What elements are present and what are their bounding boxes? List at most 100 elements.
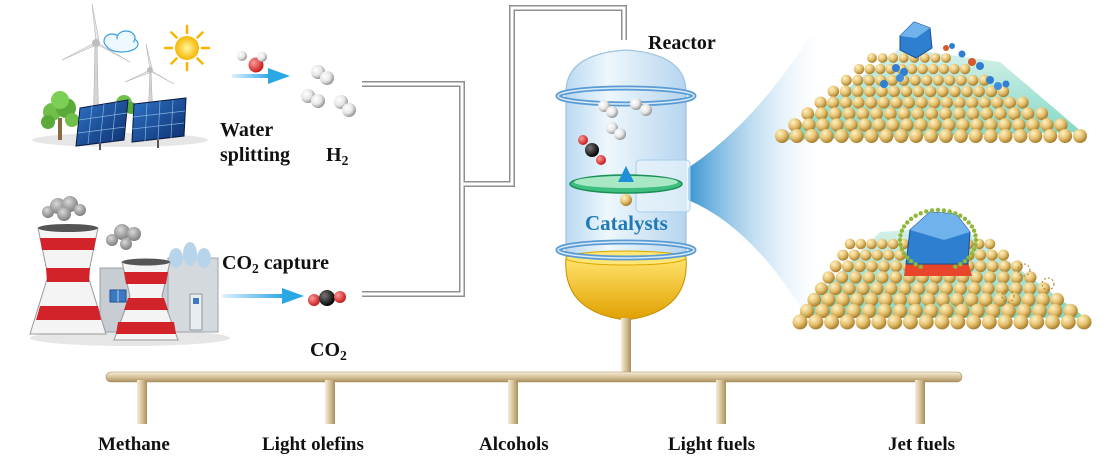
support-bead — [888, 53, 898, 63]
support-bead — [887, 314, 903, 330]
support-bead — [998, 118, 1012, 132]
product-branch — [716, 380, 726, 424]
supported-nanoparticle — [897, 207, 979, 276]
support-bead — [856, 282, 870, 296]
co2-label: CO2 — [310, 339, 347, 364]
co2-capture-label: CO2 capture — [222, 252, 329, 277]
support-bead — [949, 85, 961, 98]
support-bead — [938, 129, 953, 143]
support-bead — [893, 292, 907, 307]
support-bead — [1011, 260, 1023, 273]
product-branch — [915, 380, 925, 424]
support-bead — [1013, 129, 1028, 143]
support-bead — [964, 292, 979, 307]
support-bead — [888, 85, 900, 98]
support-bead — [892, 303, 908, 319]
product-jet-fuels: Jet fuels — [888, 434, 956, 455]
water-splitting-label-line1: Water — [220, 119, 274, 141]
support-bead — [949, 63, 960, 75]
support-bead — [875, 63, 886, 75]
support-bead — [871, 314, 887, 330]
support-bead — [877, 53, 888, 63]
support-bead — [815, 303, 830, 319]
water-molecule-icon — [237, 51, 267, 73]
support-bead — [939, 107, 952, 121]
support-bead — [915, 96, 928, 109]
support-bead — [966, 107, 980, 121]
arrow-to-h2 — [232, 68, 290, 84]
support-bead — [834, 129, 849, 143]
support-bead — [898, 282, 912, 296]
support-bead — [928, 96, 941, 109]
support-bead — [808, 314, 824, 330]
support-bead — [997, 249, 1010, 261]
feed-tubes — [362, 5, 627, 297]
support-bead — [908, 303, 923, 319]
support-bead — [974, 249, 987, 261]
support-bead — [1029, 314, 1045, 330]
support-bead — [1028, 129, 1043, 143]
support-bead — [950, 314, 966, 330]
support-bead — [926, 282, 940, 296]
support-bead — [830, 118, 844, 132]
ligand-dot — [966, 220, 971, 225]
support-bead — [1044, 314, 1060, 330]
support-bead — [954, 303, 970, 319]
support-bead — [1036, 292, 1050, 307]
support-bead — [848, 249, 860, 261]
support-bead — [886, 74, 898, 86]
support-bead — [877, 303, 892, 319]
support-bead — [911, 107, 925, 121]
sun-icon — [163, 24, 211, 72]
support-bead — [887, 238, 899, 250]
ligand-dot — [905, 220, 910, 225]
ligand-dot — [966, 255, 971, 260]
support-bead — [984, 118, 998, 132]
support-bead — [924, 129, 938, 143]
support-bead — [939, 303, 954, 319]
support-bead — [1016, 96, 1029, 109]
support-bead — [912, 282, 926, 296]
cooling-tower-icon — [113, 258, 179, 341]
support-bead — [804, 129, 819, 143]
support-bead — [801, 107, 815, 121]
support-bead — [851, 85, 864, 98]
cloud-icon — [103, 30, 139, 53]
product-light-olefins: Light olefins — [262, 434, 364, 455]
support-bead — [973, 85, 985, 98]
factory-scene — [29, 196, 230, 346]
support-bead — [1073, 129, 1087, 143]
support-bead — [884, 282, 898, 296]
support-bead — [981, 314, 997, 330]
support-bead — [877, 238, 888, 250]
support-bead — [1058, 129, 1073, 143]
support-bead — [974, 260, 987, 273]
support-bead — [1040, 118, 1054, 132]
ligand-dot — [929, 208, 935, 213]
support-bead — [986, 260, 999, 273]
support-bead — [1007, 292, 1022, 307]
support-bead — [814, 282, 828, 296]
support-bead — [1012, 118, 1026, 132]
support-bead — [852, 96, 865, 109]
support-bead — [985, 303, 1001, 319]
support-bead — [883, 249, 895, 261]
catalyst-surface-top — [775, 21, 1087, 143]
support-bead — [932, 74, 944, 86]
support-bead — [1021, 292, 1036, 307]
support-bead — [871, 249, 883, 261]
ligand-dot — [971, 228, 977, 233]
water-splitting-label-line2: splitting — [220, 144, 291, 166]
support-bead — [902, 314, 918, 330]
ligand-dot — [918, 264, 923, 269]
support-bead — [864, 85, 876, 98]
ligand-dot — [973, 233, 978, 238]
ligand-dot — [924, 209, 929, 214]
support-bead — [837, 249, 849, 261]
support-bead — [1035, 107, 1049, 121]
support-bead — [953, 96, 966, 109]
support-bead — [878, 292, 893, 307]
support-bead — [921, 292, 936, 307]
